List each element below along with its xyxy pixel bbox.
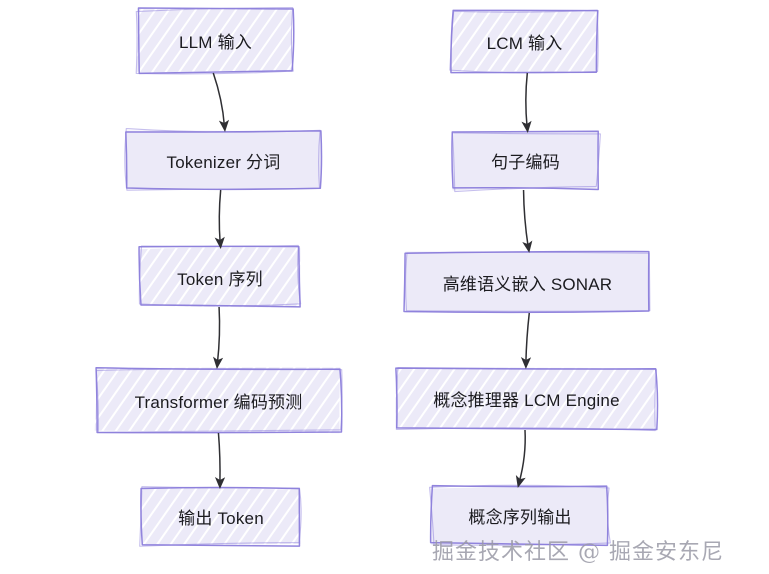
node-fill — [139, 247, 301, 308]
node-fill — [450, 11, 598, 72]
node-outline — [135, 7, 294, 75]
node-fill — [136, 8, 293, 74]
node-outline — [450, 9, 599, 74]
arrow-lcm-engine-to-concept-output — [515, 429, 526, 488]
node-outline — [449, 9, 599, 74]
arrow-transformer-to-output-token — [214, 432, 226, 490]
node-fill — [452, 131, 598, 191]
node-fill — [140, 487, 301, 545]
node-outline — [451, 130, 599, 191]
node-fill — [125, 130, 322, 189]
arrow-tokenizer-to-token-sequence — [214, 189, 225, 249]
arrow-sonar-embedding-to-lcm-engine — [520, 312, 532, 370]
node-outline — [95, 367, 343, 434]
node-outline — [452, 132, 601, 193]
arrow-lcm-input-to-sentence-encode — [521, 72, 532, 133]
arrow-token-sequence-to-transformer — [213, 306, 224, 369]
node-outline — [138, 244, 302, 307]
arrow-sentence-encode-to-sonar-embedding — [522, 189, 533, 253]
node-fill — [405, 251, 651, 313]
node-fill — [395, 367, 657, 429]
edge-arrows-group — [212, 72, 533, 490]
node-shapes-group — [94, 7, 659, 547]
arrow-llm-input-to-tokenizer — [212, 72, 230, 132]
node-outline — [429, 484, 611, 546]
node-fill — [94, 367, 341, 434]
node-outline — [95, 368, 343, 433]
node-outline — [405, 251, 651, 312]
watermark-text: 掘金技术社区 @ 掘金安东尼 — [432, 540, 724, 565]
node-outline — [124, 127, 321, 191]
node-outline — [429, 484, 609, 547]
node-outline — [139, 486, 302, 547]
node-fill — [430, 486, 609, 546]
